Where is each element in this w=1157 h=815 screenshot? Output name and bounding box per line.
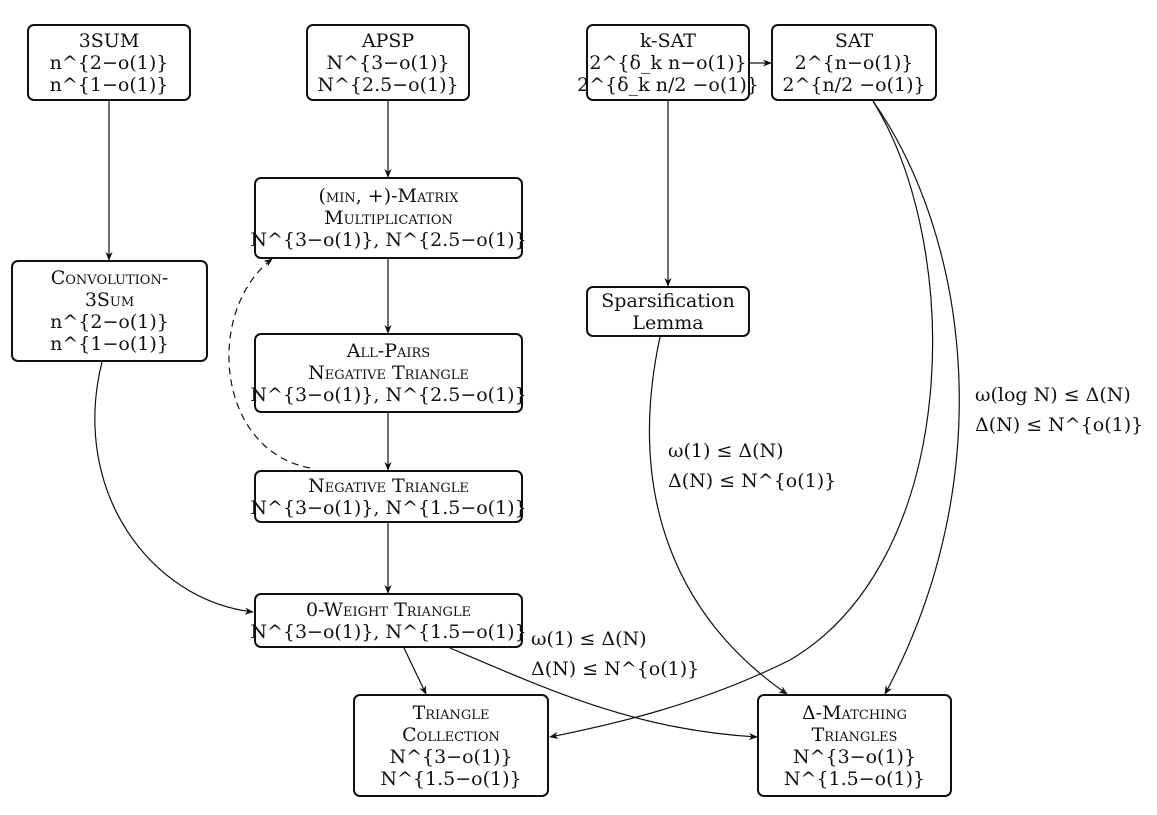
node-sparsification-lemma: Sparsification Lemma [586, 286, 750, 337]
node-minplus: (min, +)-Matrix Multiplication N^{3−o(1)… [250, 177, 527, 259]
node-deltamatch-title-2: Triangles [811, 723, 898, 746]
edge-label-zerowt-line-1: ω(1) ≤ Δ(N) [531, 628, 647, 650]
node-tricoll-bound-2: N^{1.5−o(1)} [380, 767, 522, 790]
node-negtri-title: Negative Triangle [308, 474, 469, 497]
edge-zerowt-tricoll [403, 647, 427, 695]
edge-sparsification-deltamatch [648, 336, 788, 695]
node-delta-matching-triangles: Δ-Matching Triangles N^{3−o(1)} N^{1.5−o… [757, 694, 952, 797]
node-3sum-bound-1: n^{2−o(1)} [49, 51, 169, 74]
node-apsp-title: APSP [361, 29, 415, 52]
node-ksat-bound-1: 2^{δ_k n−o(1)} [589, 51, 747, 74]
node-ksat-bound-2: 2^{δ_k n/2 −o(1)} [577, 73, 759, 96]
edge-label-sat-deltamatch: ω(log N) ≤ Δ(N) Δ(N) ≤ N^{o(1)} [975, 380, 1143, 440]
node-zerowt-title: 0-Weight Triangle [306, 598, 471, 621]
node-zero-weight-triangle: 0-Weight Triangle N^{3−o(1)}, N^{1.5−o(1… [250, 593, 527, 648]
edge-label-sparsification-line-1: ω(1) ≤ Δ(N) [668, 440, 784, 462]
node-zerowt-bounds: N^{3−o(1)}, N^{1.5−o(1)} [250, 620, 527, 643]
node-deltamatch-bound-1: N^{3−o(1)} [792, 745, 917, 768]
node-apsp: APSP N^{3−o(1)} N^{2.5−o(1)} [306, 24, 470, 101]
node-convolution-title-2: 3Sum [84, 289, 135, 311]
edge-label-sat-line-2: Δ(N) ≤ N^{o(1)} [975, 414, 1144, 436]
node-deltamatch-bound-2: N^{1.5−o(1)} [783, 767, 926, 790]
node-apnt-title-1: All-Pairs [346, 340, 431, 362]
node-3sum: 3SUM n^{2−o(1)} n^{1−o(1)} [27, 24, 191, 101]
node-triangle-collection: Triangle Collection N^{3−o(1)} N^{1.5−o(… [353, 694, 549, 797]
edge-label-sparsification-line-2: Δ(N) ≤ N^{o(1)} [668, 470, 837, 492]
node-3sum-bound-2: n^{1−o(1)} [49, 73, 169, 96]
node-sat-bound-1: 2^{n−o(1)} [794, 51, 914, 74]
edge-sat-deltamatch [872, 100, 960, 695]
node-sat: SAT 2^{n−o(1)} 2^{n/2 −o(1)} [771, 24, 937, 101]
node-apnt-bounds: N^{3−o(1)}, N^{2.5−o(1)} [250, 384, 527, 406]
node-minplus-title-1: (min, +)-Matrix [318, 185, 459, 207]
node-ksat: k-SAT 2^{δ_k n−o(1)} 2^{δ_k n/2 −o(1)} [577, 24, 759, 101]
edge-label-sat-line-1: ω(log N) ≤ Δ(N) [975, 384, 1131, 406]
node-apsp-bound-2: N^{2.5−o(1)} [317, 73, 459, 96]
node-convolution-title-1: Convolution- [50, 267, 169, 289]
node-3sum-title: 3SUM [78, 29, 140, 52]
node-tricoll-bound-1: N^{3−o(1)} [389, 745, 513, 768]
node-convolution-3sum: Convolution- 3Sum n^{2−o(1)} n^{1−o(1)} [11, 260, 208, 362]
edge-label-zerowt-line-2: Δ(N) ≤ N^{o(1)} [531, 658, 700, 680]
node-sat-bound-2: 2^{n/2 −o(1)} [782, 73, 926, 96]
node-apnt-title-2: Negative Triangle [308, 362, 469, 384]
edge-label-sparsification-deltamatch: ω(1) ≤ Δ(N) Δ(N) ≤ N^{o(1)} [668, 436, 836, 496]
edge-label-zerowt-deltamatch: ω(1) ≤ Δ(N) Δ(N) ≤ N^{o(1)} [531, 624, 699, 684]
node-convolution-bound-1: n^{2−o(1)} [50, 311, 169, 333]
edge-sat-tricoll [549, 100, 934, 739]
node-ksat-title: k-SAT [640, 29, 696, 52]
node-minplus-title-2: Multiplication [324, 207, 453, 229]
node-minplus-bounds: N^{3−o(1)}, N^{2.5−o(1)} [250, 229, 527, 251]
node-deltamatch-title-1: Δ-Matching [801, 701, 908, 724]
node-tricoll-title-2: Collection [402, 723, 500, 746]
node-sparsification-title-2: Lemma [632, 311, 704, 334]
node-sparsification-title-1: Sparsification [601, 289, 735, 312]
edge-convolution-zerowt [94, 361, 254, 615]
node-sat-title: SAT [834, 29, 874, 52]
node-negtri-bounds: N^{3−o(1)}, N^{1.5−o(1)} [250, 496, 527, 519]
edge-zerowt-deltamatch [449, 647, 758, 741]
node-tricoll-title-1: Triangle [412, 701, 490, 724]
node-convolution-bound-2: n^{1−o(1)} [50, 333, 169, 355]
node-all-pairs-negative-triangle: All-Pairs Negative Triangle N^{3−o(1)}, … [250, 333, 527, 413]
node-negative-triangle: Negative Triangle N^{3−o(1)}, N^{1.5−o(1… [250, 470, 527, 523]
node-apsp-bound-1: N^{3−o(1)} [326, 51, 450, 74]
